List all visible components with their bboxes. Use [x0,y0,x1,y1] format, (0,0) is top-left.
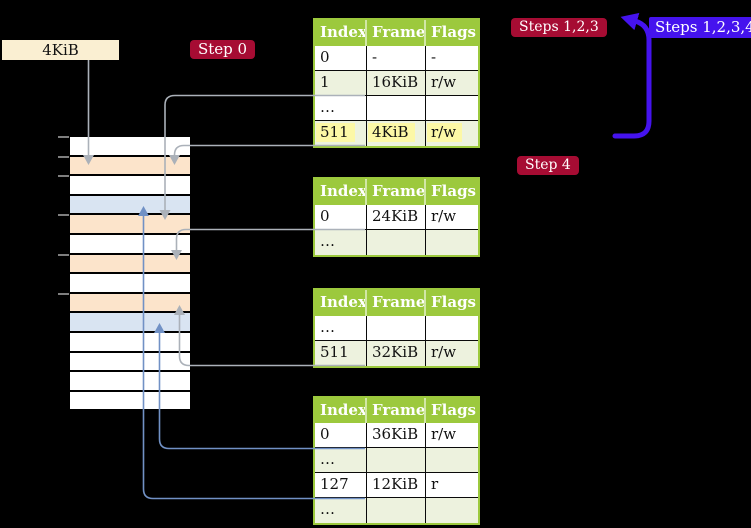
memory-tick [58,136,69,138]
column-header: Frame [367,290,426,316]
memory-frame-row-peach [70,156,190,175]
memory-frame-row-blue [70,195,190,214]
table-header-row: Index Frame Flags [315,20,478,46]
memory-tick [58,253,69,256]
memory-frame-row-white [70,352,190,371]
cell-index: 0 [315,205,367,230]
cell-index: 0 [315,46,367,71]
table-header-row: Index Frame Flags [315,290,478,316]
cell-flags: - [426,46,478,71]
cell-frame: 4KiB [367,121,426,146]
cell-frame: - [367,46,426,71]
cell-frame: 12KiB [367,473,426,498]
memory-frame-row-peach [70,293,190,312]
table-row: 0 - - [315,46,478,71]
cell-flags: r [426,473,478,498]
memory-frame-row-white [70,274,190,292]
cell-flags: r/w [426,341,478,366]
cell-flags: r/w [426,205,478,230]
highlighted-value: r/w [427,123,463,142]
memory-frame-row-white [70,372,190,390]
cell-index: … [315,316,367,341]
table-row: 127 12KiB r [315,473,478,498]
cell-index: … [315,230,367,255]
table-row-highlighted: 511 4KiB r/w [315,121,478,146]
memory-frame-row-blue [70,313,190,331]
table-row: 0 24KiB r/w [315,205,478,230]
page-table-level3: Index Frame Flags 0 24KiB r/w … [313,177,480,257]
memory-column [70,137,190,410]
memory-frame-row-white [70,234,190,253]
cell-frame [367,230,426,255]
table-row: 0 36KiB r/w [315,423,478,448]
table-header-row: Index Frame Flags [315,398,478,423]
column-header: Flags [431,182,476,200]
page-table-level2: Index Frame Flags … 511 32KiB r/w [313,288,480,368]
cell-flags: r/w [426,121,478,146]
cell-frame [367,96,426,121]
memory-tick [58,175,69,178]
table-row: … [315,448,478,473]
cell-frame [367,498,426,523]
page-table-level4: Index Frame Flags 0 - - 1 16KiB r/w … 51… [313,18,480,148]
cell-frame: 24KiB [367,205,426,230]
table-row: … [315,96,478,121]
arrow-recursive-loop [612,12,652,139]
column-header: Frame [367,398,426,423]
table-row: 511 32KiB r/w [315,341,478,366]
memory-frame-row-white [70,137,190,155]
table-row: … [315,498,478,523]
cell-index: 1 [315,71,367,96]
column-header: Index [315,20,367,46]
table-row: … [315,230,478,255]
cell-flags [426,316,478,341]
column-header: Index [315,290,367,316]
cell-frame: 36KiB [367,423,426,448]
column-header: Index [315,179,367,205]
column-header: Index [315,398,367,423]
column-header: Flags [431,401,476,419]
cell-index: 127 [315,473,367,498]
cell-flags [426,96,478,121]
badge-steps-1-2-3: Steps 1,2,3 [511,18,607,37]
cell-index: … [315,448,367,473]
column-header: Flags [431,293,476,311]
page-table-level1: Index Frame Flags 0 36KiB r/w … 127 12Ki… [313,396,480,525]
cell-index: 0 [315,423,367,448]
column-header: Frame [367,20,426,46]
cell-index: 511 [315,341,367,366]
table-row: 1 16KiB r/w [315,71,478,96]
badge-steps-1-2-3-4: Steps 1,2,3,4 [649,17,751,38]
highlighted-value: 511 [316,123,355,142]
memory-frame-row-white [70,391,190,410]
table-header-row: Index Frame Flags [315,179,478,205]
cell-frame [367,316,426,341]
memory-tick [58,292,69,295]
memory-tick [58,155,69,158]
table-row: … [315,316,478,341]
cell-frame: 32KiB [367,341,426,366]
cell-flags: r/w [426,423,478,448]
memory-tick [58,214,69,217]
cell-frame: 16KiB [367,71,426,96]
cell-index: … [315,498,367,523]
column-header: Flags [431,23,476,41]
cell-frame [367,448,426,473]
cell-flags [426,230,478,255]
badge-step-4: Step 4 [517,156,579,175]
memory-frame-row-white [70,176,190,194]
memory-frame-row-peach [70,254,190,273]
memory-frame-row-white [70,332,190,351]
cell-flags: r/w [426,71,478,96]
memory-frame-row-peach [70,215,190,233]
cell-index: 511 [315,121,367,146]
frame-size-label: 4KiB [2,40,119,60]
cell-flags [426,498,478,523]
cell-index: … [315,96,367,121]
cell-flags [426,448,478,473]
highlighted-value: 4KiB [368,123,415,142]
column-header: Frame [367,179,426,205]
badge-step-0: Step 0 [190,40,256,59]
